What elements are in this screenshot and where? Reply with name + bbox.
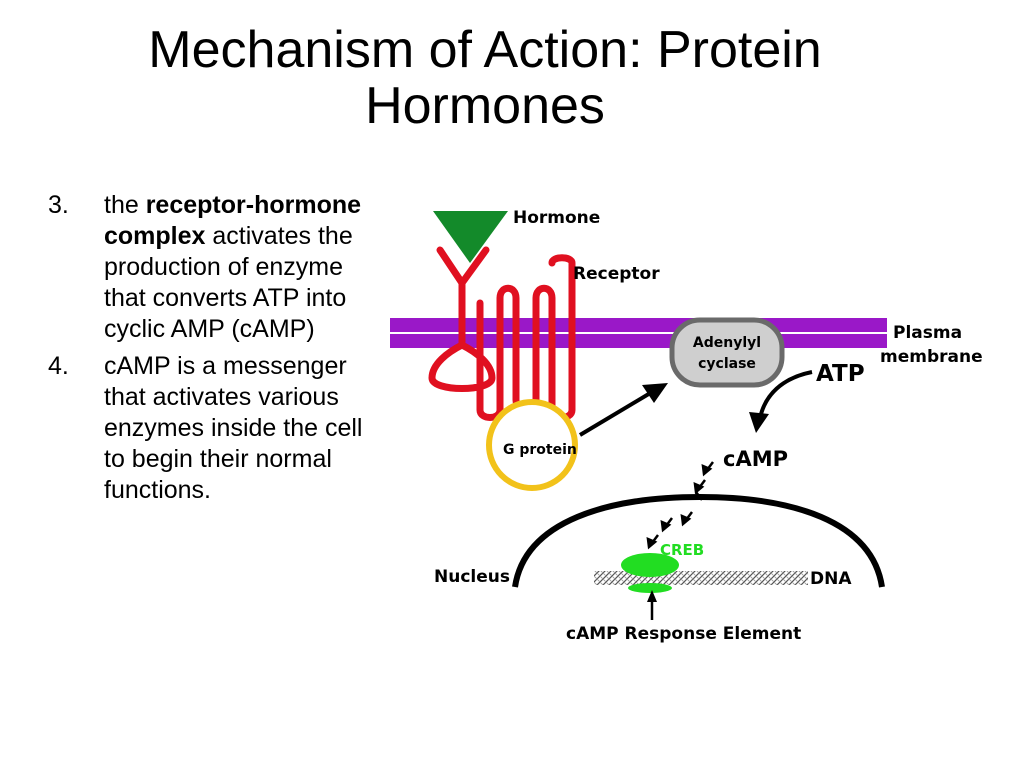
adenylyl-cyclase-label-2: cyclase bbox=[698, 356, 756, 372]
hormone-label: Hormone bbox=[513, 208, 600, 228]
plasma-membrane bbox=[390, 318, 887, 348]
camp-label: cAMP bbox=[723, 447, 788, 471]
response-element-arrow bbox=[647, 590, 657, 620]
bullet-number: 4. bbox=[48, 352, 69, 380]
creb-label: CREB bbox=[660, 541, 704, 559]
creb-protein bbox=[621, 553, 679, 577]
adenylyl-cyclase-label-1: Adenylyl bbox=[693, 335, 761, 351]
bullet-text: activates the production of enzyme that … bbox=[104, 222, 353, 343]
camp-pathway-diagram: Hormone Receptor Plasma membrane Adenyly… bbox=[390, 208, 983, 644]
plasma-membrane-label-2: membrane bbox=[880, 347, 983, 367]
title-line-2: Hormones bbox=[365, 77, 605, 135]
bullet-text: cAMP is a messenger that activates vario… bbox=[104, 352, 363, 504]
atp-label: ATP bbox=[816, 361, 865, 387]
camp-diffusion-arrows bbox=[646, 461, 714, 550]
nucleus-label: Nucleus bbox=[434, 567, 510, 587]
atp-to-camp-arrow bbox=[749, 370, 813, 433]
bullet-bold-text: receptor-hormone complex bbox=[104, 191, 362, 250]
bullet-item-4: 4. cAMP is a messenger that activates va… bbox=[48, 351, 383, 506]
bullet-text: the bbox=[104, 191, 146, 219]
bullet-list: 3. the receptor-hormone complex activate… bbox=[48, 190, 383, 512]
title-line-1: Mechanism of Action: Protein bbox=[148, 21, 822, 79]
adenylyl-cyclase-border bbox=[669, 317, 785, 388]
adenylyl-cyclase bbox=[672, 320, 782, 385]
bullet-number: 3. bbox=[48, 191, 69, 219]
g-protein-to-cyclase-arrow bbox=[578, 383, 668, 437]
nucleus-envelope bbox=[512, 493, 885, 588]
bullet-item-3: 3. the receptor-hormone complex activate… bbox=[48, 190, 383, 345]
receptor-label: Receptor bbox=[573, 264, 660, 284]
hormone-triangle bbox=[433, 211, 508, 263]
creb-lower bbox=[628, 583, 672, 593]
dna-strand bbox=[594, 571, 808, 585]
dna-label: DNA bbox=[810, 569, 852, 589]
g-protein-label: G protein bbox=[503, 442, 577, 458]
plasma-membrane-label-1: Plasma bbox=[893, 323, 962, 343]
slide-title: Mechanism of Action: Protein Hormones bbox=[60, 22, 910, 134]
camp-response-element-label: cAMP Response Element bbox=[566, 624, 801, 644]
g-protein bbox=[486, 399, 578, 491]
